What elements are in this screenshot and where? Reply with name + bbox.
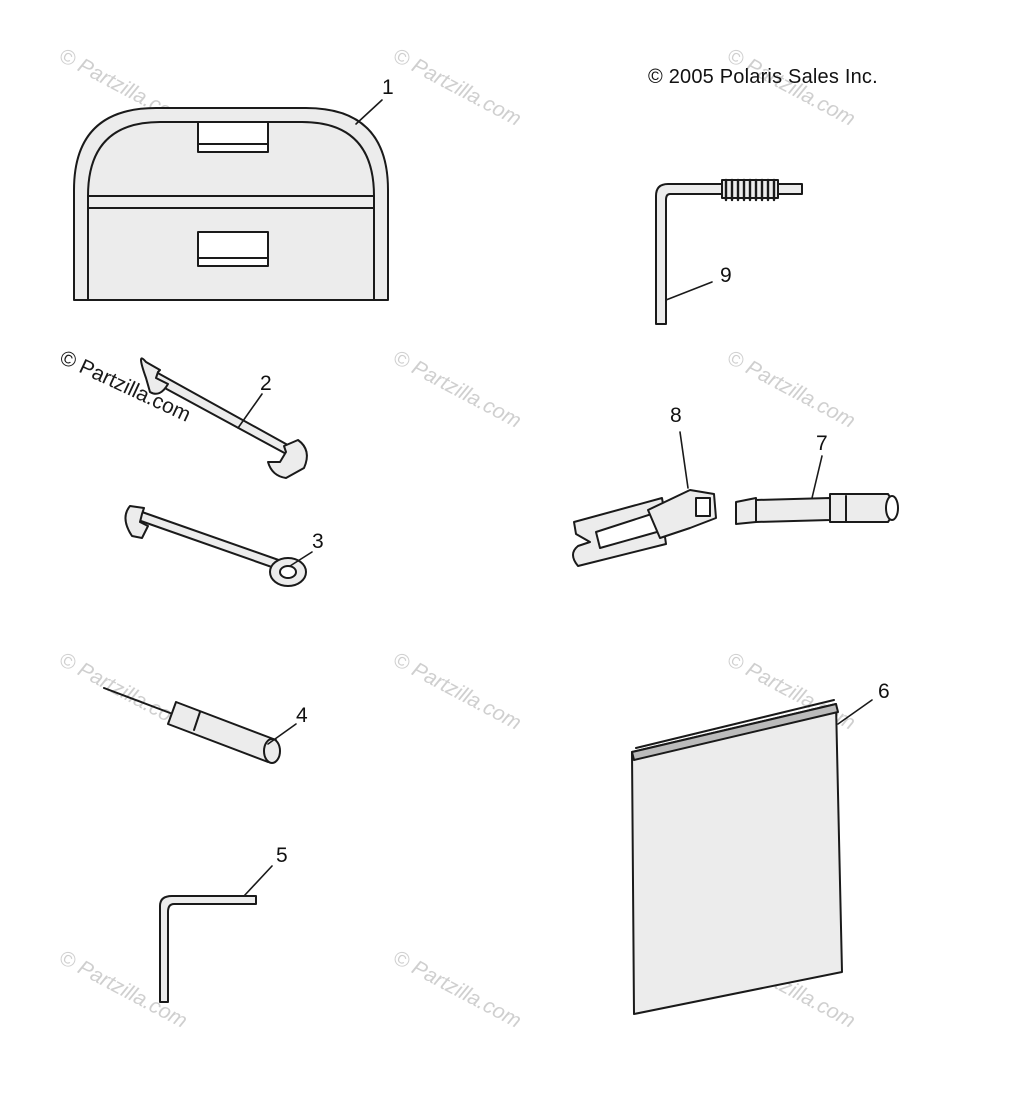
leader-3 <box>289 551 313 567</box>
part-3-combination-wrench <box>124 505 307 587</box>
callout-1: 1 <box>382 76 394 99</box>
leader-2 <box>237 393 263 429</box>
leader-4 <box>267 723 297 745</box>
copyright-notice: © 2005 Polaris Sales Inc. <box>648 66 878 88</box>
callout-7: 7 <box>816 432 828 455</box>
part-8-driver-handle <box>572 489 717 567</box>
part-6-manual <box>631 699 843 1015</box>
part-9-hex-key-grip <box>655 178 803 325</box>
callout-6: 6 <box>878 680 890 703</box>
part-2-open-end-wrench <box>140 357 308 479</box>
callout-5: 5 <box>276 844 288 867</box>
leader-5 <box>243 865 273 897</box>
leader-1 <box>355 99 383 125</box>
part-7-plug-socket <box>735 493 899 525</box>
leader-6 <box>837 699 873 725</box>
callout-2: 2 <box>260 372 272 395</box>
part-1-tool-pouch <box>73 107 389 301</box>
leader-8 <box>679 431 689 489</box>
callout-4: 4 <box>296 704 308 727</box>
leader-7 <box>811 455 823 499</box>
callout-3: 3 <box>312 530 324 553</box>
part-5-hex-key <box>159 895 257 1003</box>
callout-9: 9 <box>720 264 732 287</box>
callout-8: 8 <box>670 404 682 427</box>
leader-9 <box>665 281 713 301</box>
part-4-screwdriver <box>103 687 281 764</box>
